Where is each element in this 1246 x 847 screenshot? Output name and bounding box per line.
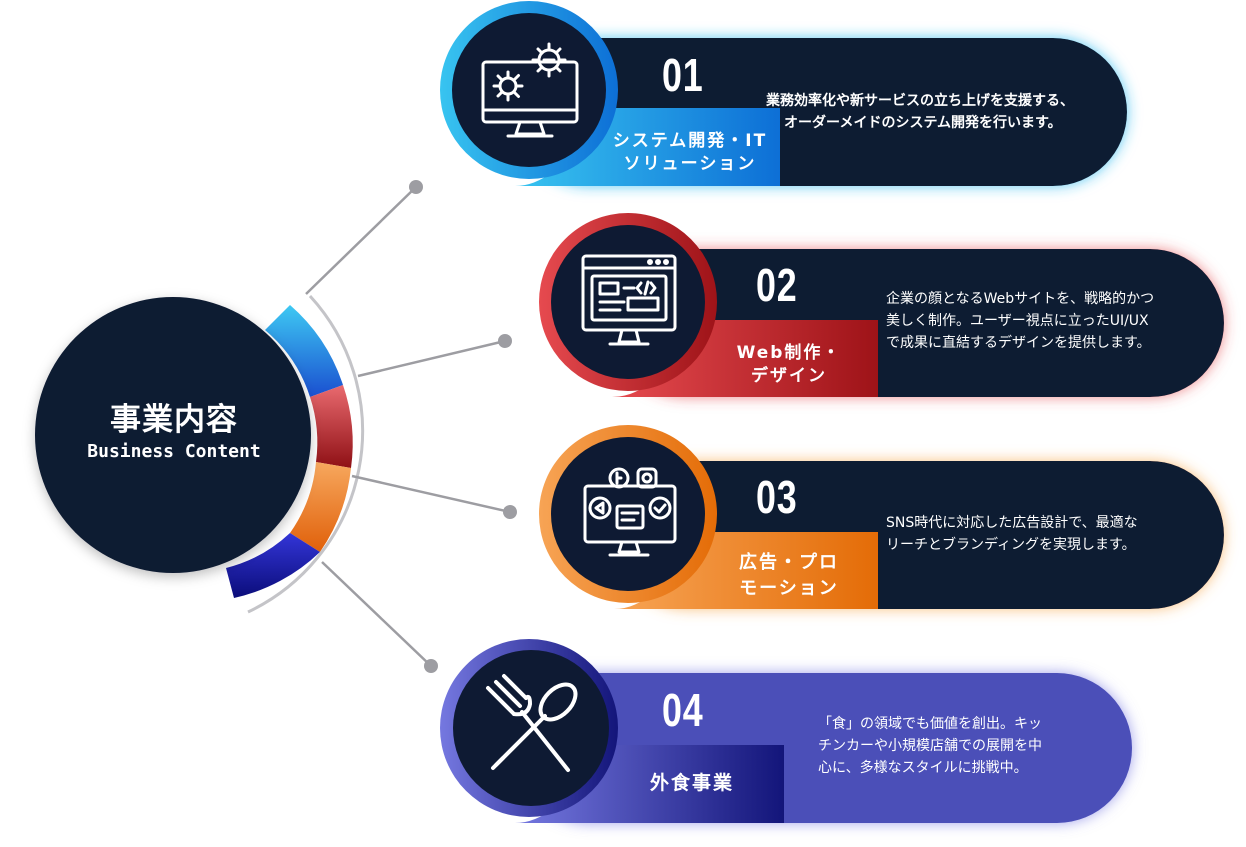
item-02-label: Web制作・ デザイン [700,342,878,388]
item-03-description-line: SNS時代に対応した広告設計で、最適な [886,515,1138,531]
item-03-label-line: 広告・プロ [739,552,839,573]
connector-lines [305,186,511,667]
item-04-label-tab [515,745,784,823]
item-04-description-line: チンカーや小規模店舗での展開を中 [818,738,1042,754]
hub-color-ring [226,305,353,598]
connector-line-3 [351,474,511,514]
web-code-monitor-icon [581,254,677,346]
item-02-description: 企業の顔となるWebサイトを、戦略的かつ 美しく制作。ユーザー視点に立ったUI/… [886,288,1154,354]
item-04-number: 04 [662,684,704,736]
item-03-number: 03 [756,471,798,523]
item-03-label-tab [614,532,878,609]
connector-line-4 [321,561,432,667]
hub-text: 事業内容 Business Content [38,400,310,464]
connector-dots [409,180,517,673]
connector-line-2 [357,339,506,378]
item-01-description-line: 業務効率化や新サービスの立ち上げを支援する、 [766,93,1074,109]
item-02-label-line: デザイン [751,366,827,386]
item-02-card [539,213,1224,397]
item-01-number: 01 [662,49,704,101]
item-03-label-line: モーション [739,578,839,599]
ring-segment-red [310,385,353,468]
item-01-description-line: オーダーメイドのシステム開発を行います。 [784,115,1062,131]
monitor-gears-icon [481,42,579,138]
ring-segment-orange [290,462,351,552]
item-01-label: システム開発・IT ソリューション [600,130,780,176]
item-03-label: 広告・プロ モーション [700,550,878,602]
item-02-description-line: 美しく制作。ユーザー視点に立ったUI/UX [886,313,1149,329]
fork-spoon-icon [486,674,578,772]
social-media-monitor-icon [583,467,677,557]
connector-line-1 [305,186,417,295]
ring-segment-indigo [226,533,320,598]
item-04-label: 外食事業 [600,770,784,796]
hub-outer-arc [247,294,365,614]
ring-segment-blue [265,305,343,397]
item-04-description: 「食」の領域でも価値を創出。キッ チンカーや小規模店舗での展開を中 心に、多様な… [818,713,1042,779]
item-01-icon-disc [452,13,606,167]
item-03-description-line: リーチとブランディングを実現します。 [886,537,1136,553]
item-02-number: 02 [756,259,798,311]
connector-dot-3 [503,505,517,519]
hub-subtitle: Business Content [87,441,261,462]
item-04-description-line: 心に、多様なスタイルに挑戦中。 [818,760,1028,776]
item-04-card [440,639,1132,823]
item-02-label-tab [612,320,878,397]
item-01-description: 業務効率化や新サービスの立ち上げを支援する、 オーダーメイドのシステム開発を行い… [766,90,1074,134]
item-02-description-line: で成果に直結するデザインを提供します。 [886,335,1151,351]
item-01-label-tab [515,108,780,186]
item-01-card [440,1,1127,186]
item-02-description-line: 企業の顔となるWebサイトを、戦略的かつ [886,291,1155,307]
hub-circle [35,297,311,573]
item-03-description: SNS時代に対応した広告設計で、最適な リーチとブランディングを実現します。 [886,512,1138,556]
connector-dot-1 [409,180,423,194]
item-01-label-line: ソリューション [623,154,757,174]
hub-title: 事業内容 [110,402,238,438]
item-04-description-line: 「食」の領域でも価値を創出。キッ [818,716,1042,732]
connector-dot-4 [424,659,438,673]
item-04-label-line: 外食事業 [649,772,734,794]
connector-dot-2 [498,334,512,348]
item-02-label-line: Web制作・ [736,343,842,363]
item-03-card [539,425,1224,609]
item-01-label-line: システム開発・IT [612,131,768,151]
